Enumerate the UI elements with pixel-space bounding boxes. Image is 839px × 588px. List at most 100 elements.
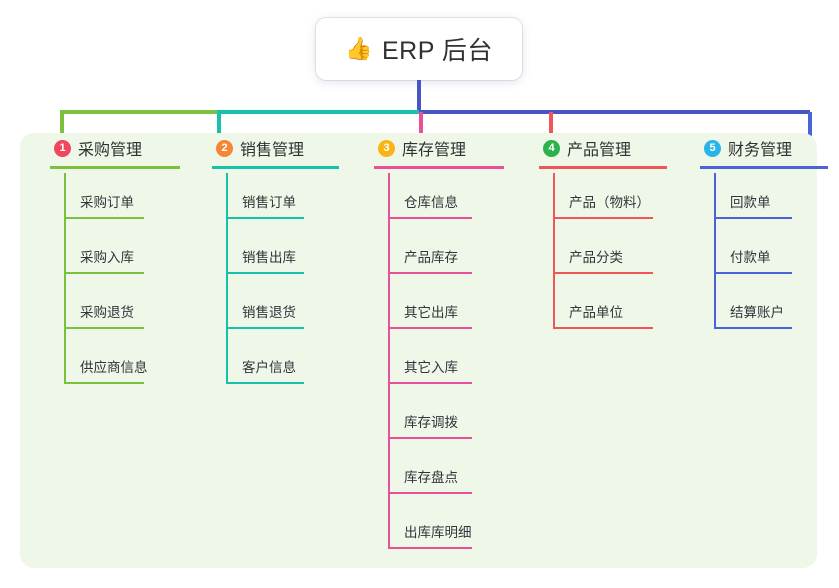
menu-item-rule	[64, 382, 144, 384]
menu-item[interactable]: 产品分类	[525, 228, 653, 283]
number-badge-icon: 2	[216, 139, 233, 157]
menu-item-rule	[553, 217, 653, 219]
menu-item[interactable]: 出库库明细	[360, 503, 472, 558]
column-header-产品管理[interactable]: 4 产品管理	[525, 133, 631, 163]
menu-item-label: 产品分类	[569, 250, 623, 265]
menu-item-rule	[64, 217, 144, 219]
branch-stem-5	[808, 112, 812, 142]
menu-item-label: 其它出库	[404, 305, 458, 320]
root-node-label: 👍 ERP 后台	[345, 31, 493, 67]
menu-item[interactable]: 结算账户	[686, 283, 792, 338]
bus-segment-2	[217, 110, 419, 114]
menu-item[interactable]: 销售退货	[198, 283, 304, 338]
column-title: 财务管理	[728, 142, 793, 159]
column-title: 采购管理	[78, 142, 143, 159]
column-items: 回款单付款单结算账户	[686, 173, 792, 338]
menu-item[interactable]: 销售出库	[198, 228, 304, 283]
column-header-rule	[539, 166, 667, 169]
menu-item[interactable]: 其它入库	[360, 338, 472, 393]
menu-item-label: 出库库明细	[404, 525, 472, 540]
menu-item[interactable]: 采购入库	[36, 228, 144, 283]
menu-item[interactable]: 产品库存	[360, 228, 472, 283]
branch-stem-1	[60, 112, 64, 142]
column-title: 销售管理	[240, 142, 305, 159]
menu-item-rule	[388, 327, 472, 329]
menu-item-rule	[64, 272, 144, 274]
column-4: 4 产品管理产品（物料） 产品分类产品单位	[525, 133, 667, 338]
menu-item[interactable]: 其它出库	[360, 283, 472, 338]
column-header-销售管理[interactable]: 2 销售管理	[198, 133, 304, 163]
menu-item-rule	[553, 272, 653, 274]
column-header-库存管理[interactable]: 3 库存管理	[360, 133, 466, 163]
number-badge-icon: 5	[704, 139, 721, 157]
menu-item-label: 销售退货	[242, 305, 296, 320]
number-badge-icon: 1	[54, 139, 71, 157]
column-2: 2 销售管理销售订单销售出库销售退货客户信息	[198, 133, 339, 393]
menu-item-rule	[226, 382, 304, 384]
menu-item-rule	[714, 217, 792, 219]
menu-item-label: 付款单	[730, 250, 771, 265]
column-3: 3 库存管理仓库信息产品库存其它出库其它入库库存调拨库存盘点出库库明细	[360, 133, 504, 558]
column-title: 产品管理	[567, 142, 632, 159]
column-title: 库存管理	[402, 142, 467, 159]
menu-item-rule	[226, 327, 304, 329]
menu-item-label: 采购订单	[80, 195, 134, 210]
menu-item-rule	[388, 382, 472, 384]
number-badge-icon: 3	[378, 139, 395, 157]
number-badge-icon: 4	[543, 139, 560, 157]
menu-item-rule	[64, 327, 144, 329]
column-header-rule	[700, 166, 828, 169]
menu-item[interactable]: 客户信息	[198, 338, 304, 393]
column-header-rule	[374, 166, 504, 169]
thumbs-up-icon: 👍	[345, 36, 373, 61]
menu-item-rule	[553, 327, 653, 329]
menu-item-label: 产品单位	[569, 305, 623, 320]
column-spine	[64, 173, 66, 383]
menu-item-rule	[226, 217, 304, 219]
menu-item-rule	[388, 547, 472, 549]
root-node[interactable]: 👍 ERP 后台	[316, 18, 522, 80]
menu-item-label: 销售订单	[242, 195, 296, 210]
column-header-财务管理[interactable]: 5 财务管理	[686, 133, 792, 163]
menu-item-label: 销售出库	[242, 250, 296, 265]
menu-item-label: 产品库存	[404, 250, 458, 265]
column-5: 5 财务管理回款单付款单结算账户	[686, 133, 828, 338]
column-spine	[226, 173, 228, 383]
menu-item-rule	[388, 272, 472, 274]
bus-segment-3	[419, 110, 810, 114]
branch-panel: 1 采购管理采购订单采购入库采购退货供应商信息 2 销售管理销售订单销售出库销售退货客…	[20, 133, 828, 568]
menu-item-label: 结算账户	[730, 305, 784, 320]
menu-item-label: 客户信息	[242, 360, 296, 375]
menu-item[interactable]: 供应商信息	[36, 338, 148, 393]
branch-stem-3	[419, 112, 423, 142]
menu-item[interactable]: 采购退货	[36, 283, 144, 338]
branch-stem-2	[217, 112, 221, 142]
bus-segment-1	[60, 110, 217, 114]
menu-item[interactable]: 回款单	[686, 173, 792, 228]
column-items: 销售订单销售出库销售退货客户信息	[198, 173, 304, 393]
column-items: 采购订单采购入库采购退货供应商信息	[36, 173, 148, 393]
menu-item-label: 供应商信息	[80, 360, 148, 375]
root-node-title: ERP 后台	[382, 37, 493, 65]
menu-item[interactable]: 仓库信息	[360, 173, 472, 228]
menu-item-rule	[388, 492, 472, 494]
menu-item[interactable]: 库存调拨	[360, 393, 472, 448]
menu-item[interactable]: 产品（物料）	[525, 173, 653, 228]
column-spine	[714, 173, 716, 328]
menu-item-rule	[388, 217, 472, 219]
menu-item-rule	[226, 272, 304, 274]
menu-item-label: 其它入库	[404, 360, 458, 375]
menu-item[interactable]: 库存盘点	[360, 448, 472, 503]
menu-item-label: 产品（物料）	[569, 195, 650, 210]
menu-item-label: 回款单	[730, 195, 771, 210]
menu-item-label: 采购入库	[80, 250, 134, 265]
column-header-rule	[50, 166, 180, 169]
column-header-采购管理[interactable]: 1 采购管理	[36, 133, 142, 163]
column-1: 1 采购管理采购订单采购入库采购退货供应商信息	[36, 133, 180, 393]
menu-item[interactable]: 采购订单	[36, 173, 144, 228]
branch-stem-4	[549, 112, 553, 142]
menu-item[interactable]: 付款单	[686, 228, 792, 283]
menu-item[interactable]: 销售订单	[198, 173, 304, 228]
menu-item[interactable]: 产品单位	[525, 283, 653, 338]
